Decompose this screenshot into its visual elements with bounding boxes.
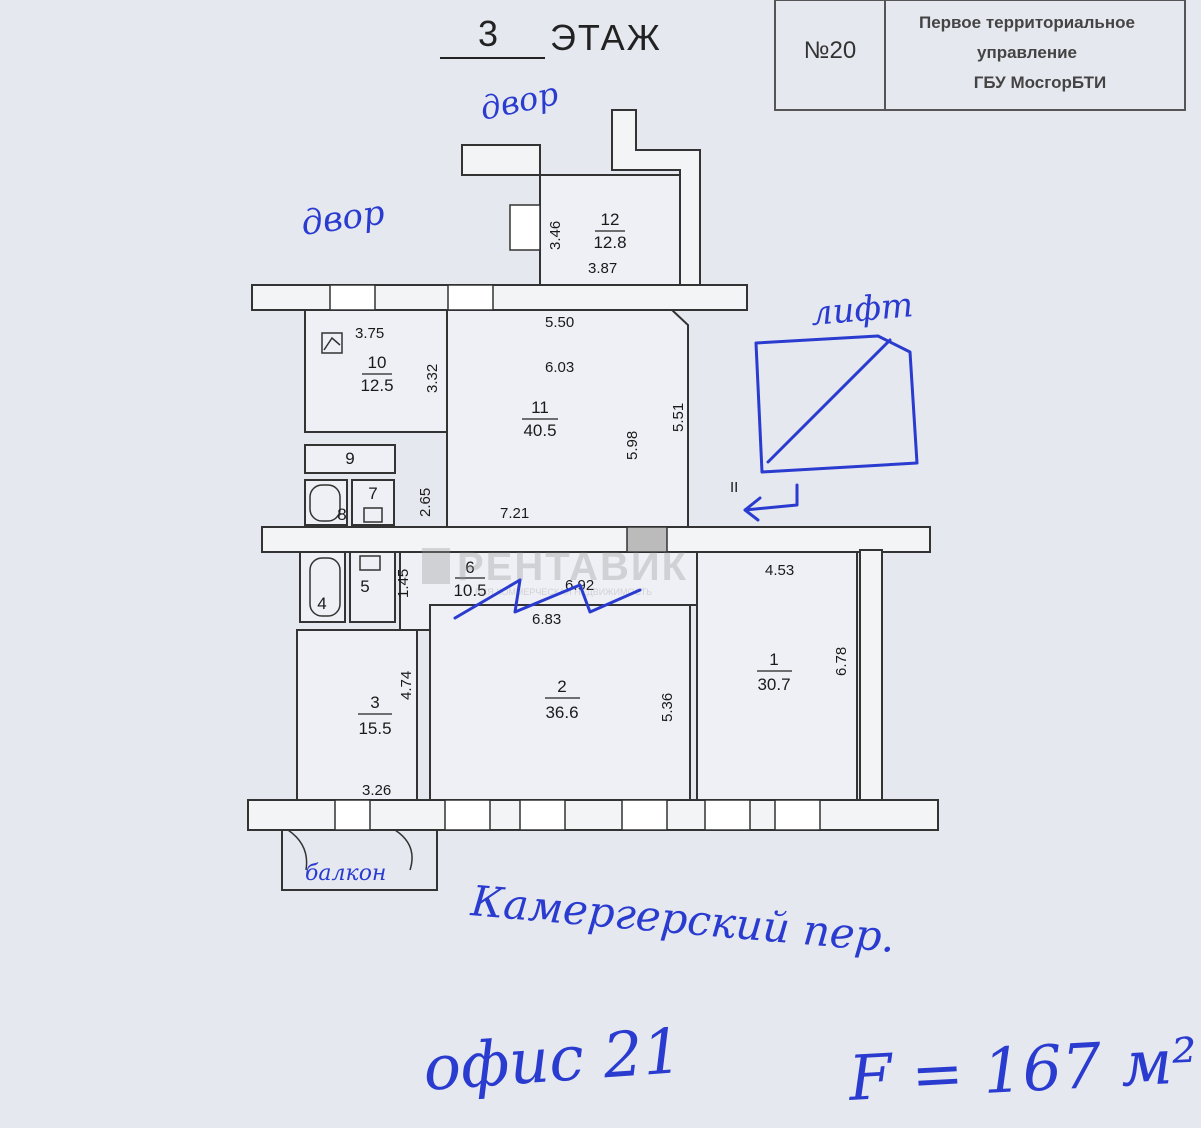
room-11-shape (446, 309, 689, 528)
window (329, 284, 376, 311)
stamp-line-3: ГБУ МосгорБТИ (974, 73, 1107, 92)
watermark-brand: РЕНТАВИК (457, 545, 688, 589)
room-7-shape (351, 479, 395, 526)
stamp-line-1: Первое территориальное (919, 13, 1135, 32)
dim-3-75: 3.75 (355, 325, 384, 342)
toilet-icon (363, 507, 383, 523)
dim-3-32: 3.32 (424, 364, 441, 393)
bti-stamp: №20 Первое территориальное управление ГБ… (774, 0, 1186, 111)
room-7-number: 7 (368, 484, 377, 503)
zigzag-mark (453, 578, 642, 620)
windows (329, 204, 821, 831)
room-5-number: 5 (360, 577, 369, 596)
room-11-number: 11 (531, 398, 549, 417)
yard-left-label: двор (299, 193, 387, 244)
room-12-shape (539, 174, 681, 286)
balcony-label: балкон (305, 861, 386, 886)
room-6-number: 6 (465, 558, 474, 577)
dim-4-53: 4.53 (765, 562, 794, 579)
wall-corridor (261, 526, 931, 553)
office-label: офис 21 (421, 1014, 685, 1105)
bathtub-icon (309, 484, 341, 522)
room-labels: 12 12.8 10 12.5 11 40.5 9 8 7 6 10.5 5 4… (317, 210, 792, 738)
dim-6-83: 6.83 (532, 611, 561, 628)
lift-label: лифт (809, 285, 915, 334)
room-12-area: 12.8 (593, 233, 626, 252)
room-1-area: 30.7 (757, 675, 790, 694)
dim-6-03: 6.03 (545, 359, 574, 376)
rooms (281, 174, 858, 891)
dim-3-26: 3.26 (362, 782, 391, 799)
room-2-shape (429, 604, 691, 801)
window (774, 799, 821, 831)
room-1-shape (696, 551, 858, 801)
room-10-number: 10 (368, 353, 387, 372)
dim-5-50: 5.50 (545, 314, 574, 331)
stove-icon-mark (323, 336, 341, 351)
room-5-shape (349, 551, 396, 623)
window (444, 799, 491, 831)
floor-title: 3 ЭТАЖ (440, 13, 662, 59)
window (509, 204, 541, 251)
dim-3-87: 3.87 (588, 260, 617, 277)
wall-east (859, 549, 883, 801)
room-3-area: 15.5 (358, 719, 391, 738)
wall-court-left (461, 144, 541, 176)
lift-shaft-sketch (754, 334, 919, 474)
floor-word: ЭТАЖ (550, 17, 662, 58)
stove-icon (321, 332, 343, 354)
room-3-shape (296, 629, 418, 801)
room-12-number: 12 (601, 210, 620, 229)
dim-5-51: 5.51 (670, 403, 687, 432)
room-2-area: 36.6 (545, 703, 578, 722)
arrow-icon (743, 483, 799, 522)
wall-north (251, 284, 748, 311)
dim-3-46: 3.46 (547, 221, 564, 250)
window (519, 799, 566, 831)
total-area-label: F = 167 м² (846, 1024, 1199, 1115)
fixtures (287, 332, 413, 871)
room-8-number: 8 (337, 505, 346, 524)
stamp-number: №20 (804, 37, 856, 64)
yard-top-label: двор (477, 74, 562, 128)
floor-number: 3 (478, 13, 498, 54)
lift-door-mark: II (730, 479, 738, 496)
dim-5-98: 5.98 (624, 431, 641, 460)
room-10-area: 12.5 (360, 376, 393, 395)
dim-7-21: 7.21 (500, 505, 529, 522)
room-2-number: 2 (557, 677, 566, 696)
window (447, 284, 494, 311)
watermark: РЕНТАВИК ВСЯ КОММЕРЧЕСКАЯ НЕДВИЖИМОСТЬ (422, 545, 688, 597)
stamp-line-2: управление (977, 43, 1077, 62)
watermark-logo-icon (422, 548, 450, 584)
room-4-number: 4 (317, 594, 326, 613)
room-8-shape (304, 479, 348, 526)
dim-1-45: 1.45 (395, 569, 412, 598)
room-11-area: 40.5 (523, 421, 556, 440)
window (704, 799, 751, 831)
dim-4-74: 4.74 (398, 671, 415, 700)
street-label: Камергерский пер. (468, 876, 897, 962)
lift-diagonal (766, 338, 892, 464)
hatched-shaft (626, 526, 668, 553)
room-9-number: 9 (345, 449, 354, 468)
dim-5-36: 5.36 (659, 693, 676, 722)
dim-2-65: 2.65 (417, 488, 434, 517)
ink-annotations (453, 334, 919, 620)
room-1-number: 1 (769, 650, 778, 669)
dim-6-78: 6.78 (833, 647, 850, 676)
window (334, 799, 371, 831)
window (621, 799, 668, 831)
bathtub-icon (309, 557, 341, 617)
room-6-area: 10.5 (453, 581, 486, 600)
room-3-number: 3 (370, 693, 379, 712)
room-9-shape (304, 444, 396, 474)
room-10-shape (304, 309, 448, 433)
balcony-doors (287, 829, 413, 871)
toilet-icon (359, 555, 381, 571)
